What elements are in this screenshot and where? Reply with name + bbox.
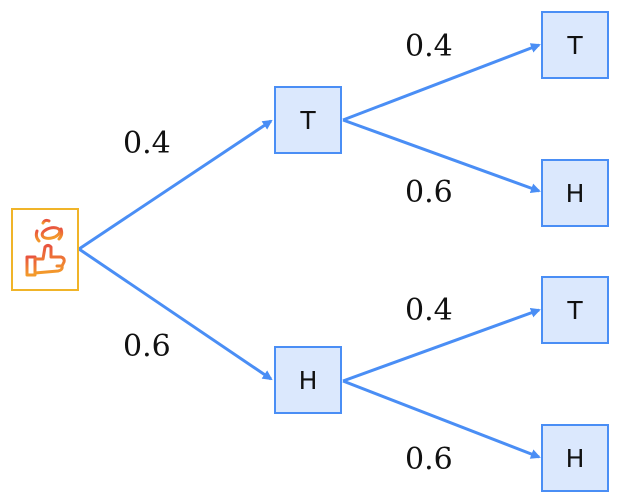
node-level2-t-h: H <box>541 159 609 227</box>
prob-label-t-h: 0.6 <box>405 175 453 210</box>
edge-t-to-h <box>342 118 541 193</box>
prob-label-h-t: 0.4 <box>405 293 453 328</box>
node-label: T <box>567 295 583 325</box>
prob-label-root-t: 0.4 <box>123 126 171 161</box>
node-level2-h-h: H <box>541 424 609 492</box>
prob-label-h-h: 0.6 <box>405 442 453 477</box>
node-level1-h: H <box>274 346 342 414</box>
node-label: T <box>300 105 316 135</box>
prob-label-root-h: 0.6 <box>123 329 171 364</box>
node-label: H <box>565 443 585 473</box>
node-label: H <box>298 365 318 395</box>
edge-h-to-h <box>342 379 541 459</box>
hand-coin-flip-icon <box>25 218 66 276</box>
edge-root-to-t <box>78 119 273 251</box>
edge-t-to-t <box>342 43 541 122</box>
root-node <box>11 208 79 291</box>
edge-root-to-h <box>78 247 273 381</box>
node-label: T <box>567 30 583 60</box>
edge-h-to-t <box>342 308 541 383</box>
node-level1-t: T <box>274 86 342 154</box>
node-level2-h-t: T <box>541 276 609 344</box>
node-label: H <box>565 178 585 208</box>
node-level2-t-t: T <box>541 11 609 79</box>
prob-label-t-t: 0.4 <box>405 29 453 64</box>
